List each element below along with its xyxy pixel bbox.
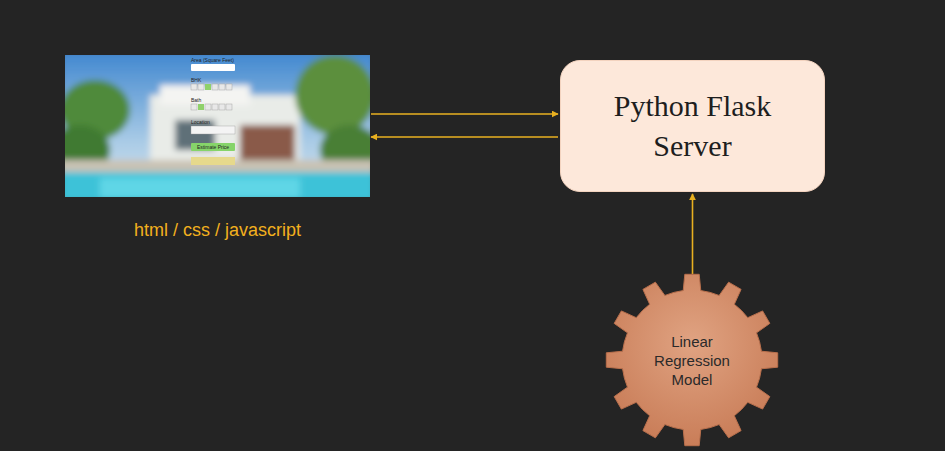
form-label: BHK xyxy=(191,77,201,83)
gear-shape xyxy=(606,274,777,445)
button-label: Estimate Price xyxy=(191,144,235,150)
client-screenshot: html / css / javascript xyxy=(65,55,370,197)
arrow-connector xyxy=(692,194,694,274)
box-title: Python Flask Server xyxy=(598,86,788,166)
arrow-connector xyxy=(371,136,558,138)
form-label: Location xyxy=(191,119,210,125)
form-panel xyxy=(191,64,235,165)
gear-label: Linear Regression Model xyxy=(642,332,742,389)
form-label: Bath xyxy=(191,97,201,103)
screenshot xyxy=(65,55,370,197)
tech-caption: html / css / javascript xyxy=(25,220,410,241)
model-gear: Linear Regression Model xyxy=(604,272,780,448)
form-label: Area (Square Feet) xyxy=(191,57,234,63)
arrow-connector xyxy=(371,113,558,115)
server-box: Python Flask Server xyxy=(560,60,825,192)
